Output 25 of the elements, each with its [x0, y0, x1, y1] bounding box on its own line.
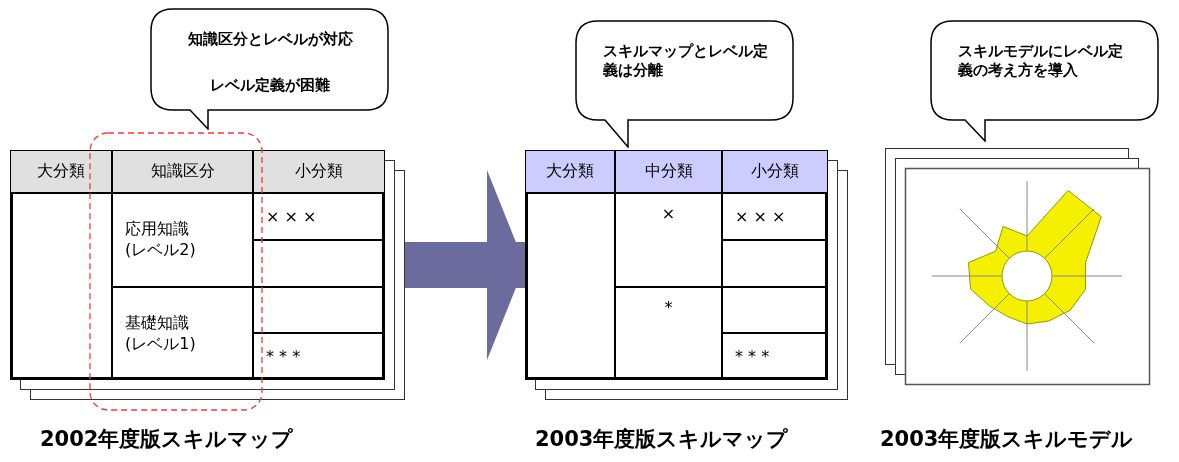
header-cell: 大分類: [525, 150, 615, 193]
table-cell: *: [615, 287, 722, 380]
node-label: 2003年度版スキルマップ: [535, 426, 789, 453]
table-cell: * * *: [253, 333, 385, 380]
table-cell: × × ×: [253, 193, 385, 240]
header-cell: 小分類: [722, 150, 828, 193]
arrow: [405, 170, 525, 360]
speech-bubble: [575, 20, 795, 148]
table-cell: 基礎知識 (レベル1): [112, 287, 253, 380]
header-cell: 大分類: [10, 150, 112, 193]
callout-text: スキルモデルにレベル定義の考え方を導入: [958, 42, 1123, 80]
table-cell: * * *: [722, 333, 828, 380]
table-cell: ×: [615, 193, 722, 287]
table-cell: 応用知識 (レベル2): [112, 193, 253, 287]
speech-bubble: [150, 8, 390, 130]
callout-text: レベル定義が困難: [209, 76, 331, 95]
header-cell: 中分類: [615, 150, 722, 193]
header-cell: 小分類: [253, 150, 385, 193]
speech-bubble: [930, 20, 1160, 142]
header-cell: 知識区分: [112, 150, 253, 193]
node-label: 2003年度版スキルモデル: [880, 426, 1134, 453]
node-label: 2002年度版スキルマップ: [40, 426, 294, 453]
table-cell: × × ×: [722, 193, 828, 240]
callout-text: 知識区分とレベルが対応: [186, 30, 354, 49]
callout-text: スキルマップとレベル定義は分離: [603, 42, 768, 80]
